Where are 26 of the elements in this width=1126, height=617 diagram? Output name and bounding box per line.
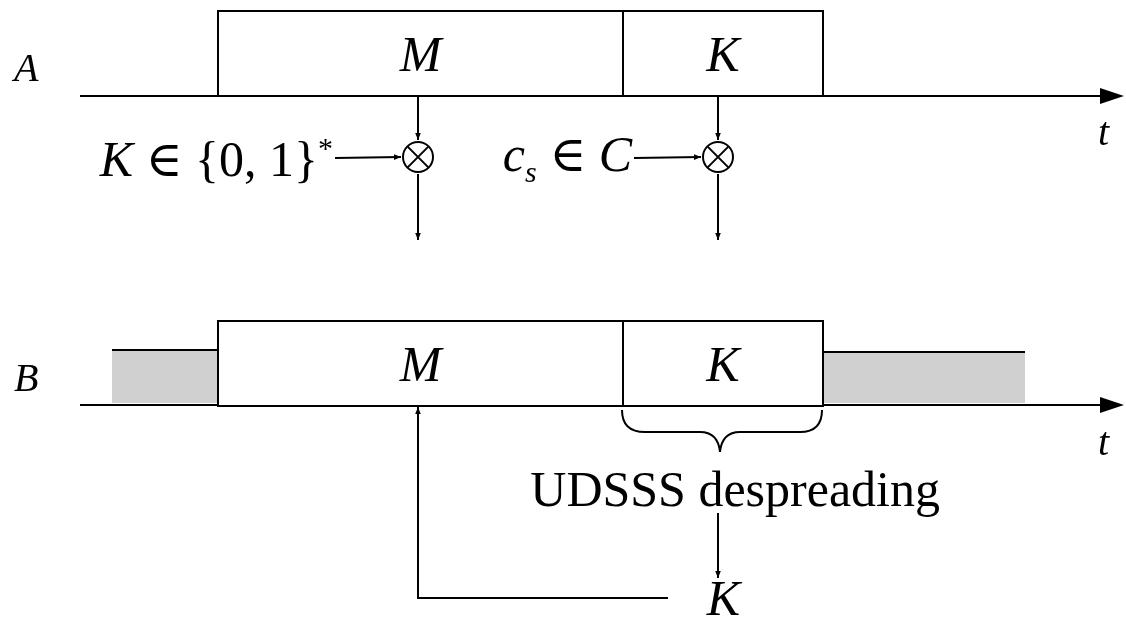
shaded-slot-bar [824,351,1025,403]
time-slot-box [622,320,824,407]
row-label: A [14,48,39,88]
slot-label: M [399,338,442,389]
multiplier-circle [401,140,435,174]
slot-label: M [399,28,442,79]
time-slot-box [217,10,624,97]
slot-label: K [706,28,740,79]
variable-label: K [692,578,740,617]
arrow [415,173,421,241]
time-slot-box [622,10,824,97]
arrow [334,154,402,160]
row-label: B [14,358,39,398]
math-label: c$_{s}$ ∈ C [476,135,632,181]
time-slot-box [217,320,624,407]
arrow [415,96,421,141]
slot-label: K [706,338,740,389]
arrow [633,154,702,160]
arrow [715,512,721,579]
arrow [415,406,669,599]
axis-label: t [1098,112,1110,152]
axis-label: t [1098,422,1110,462]
multiplier-circle [701,140,735,174]
arrow [715,173,721,241]
shaded-slot-bar [112,349,217,403]
arrow [715,96,721,141]
